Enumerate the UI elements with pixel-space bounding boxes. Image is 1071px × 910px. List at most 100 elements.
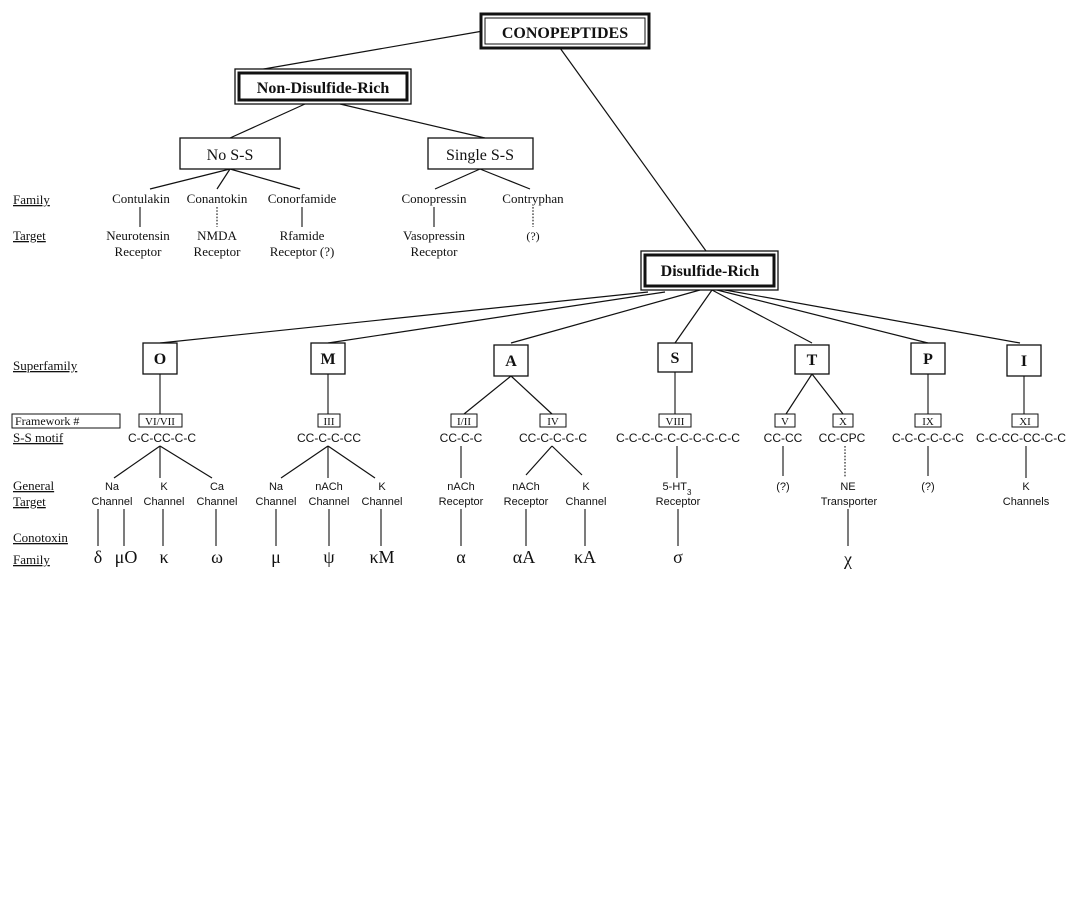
framework-X: X bbox=[839, 416, 847, 428]
edge-root-to-nondisulfide bbox=[257, 30, 484, 71]
framework-V: V bbox=[781, 416, 789, 428]
framework-label-box bbox=[11, 413, 121, 429]
target-M-k-2: Channel bbox=[362, 496, 403, 508]
conotoxin-alpha: α bbox=[456, 547, 466, 567]
framework-box-VI-VII bbox=[138, 413, 183, 428]
conotoxin-kappa: κ bbox=[159, 547, 168, 567]
superfamily-O: O bbox=[154, 351, 166, 368]
framework-box-III bbox=[317, 413, 341, 428]
superfamily-box-P bbox=[910, 342, 946, 375]
framework-I-II: I/II bbox=[457, 416, 471, 428]
edge-M-to-k bbox=[327, 445, 376, 479]
target-M-k-1: K bbox=[378, 481, 386, 493]
framework-III: III bbox=[324, 416, 335, 428]
edge-disulfide-to-S bbox=[674, 289, 713, 344]
framework-IV: IV bbox=[547, 416, 559, 428]
edge-O-to-na bbox=[113, 445, 161, 479]
top-hierarchy-text: CONOPEPTIDES Non-Disulfide-Rich Disulfid… bbox=[106, 25, 759, 280]
target-T-V-unknown: (?) bbox=[776, 481, 789, 493]
target-I-k-2: Channels bbox=[1003, 496, 1050, 508]
target-O-na-1: Na bbox=[105, 481, 120, 493]
row-label-conotoxin-family-1: Conotoxin bbox=[13, 530, 68, 545]
singless-box bbox=[427, 137, 534, 170]
target-conopressin-2: Receptor bbox=[411, 244, 459, 259]
conotoxin-delta: δ bbox=[94, 547, 102, 567]
framework-IX: IX bbox=[922, 416, 934, 428]
conotoxin-chi: χ bbox=[843, 549, 852, 569]
edge-noss-to-conorfamide bbox=[229, 168, 301, 190]
edge-T-to-X bbox=[811, 373, 844, 415]
family-contryphan: Contryphan bbox=[502, 191, 564, 206]
target-M-nach-1: nACh bbox=[315, 481, 343, 493]
superfamily-P: P bbox=[923, 351, 933, 368]
connector-lines bbox=[97, 30, 1027, 546]
framework-box-X bbox=[832, 413, 854, 428]
superfamily-S: S bbox=[671, 350, 680, 367]
family-contulakin: Contulakin bbox=[112, 191, 170, 206]
framework-box-IX bbox=[914, 413, 942, 428]
framework-box-VIII bbox=[658, 413, 692, 428]
target-conantokin-2: Receptor bbox=[194, 244, 242, 259]
edge-disulfide-to-P bbox=[716, 289, 929, 344]
target-conorfamide-1: Rfamide bbox=[280, 228, 325, 243]
conotoxin-kappaM: κM bbox=[369, 547, 394, 567]
edge-noss-to-contulakin bbox=[149, 168, 231, 190]
superfamily-box-M bbox=[310, 342, 346, 375]
row-label-superfamily: Superfamily bbox=[13, 358, 78, 373]
motif-VI-VII: C-C-CC-C-C bbox=[128, 431, 196, 445]
edge-T-to-V bbox=[785, 373, 813, 415]
framework-box-V bbox=[774, 413, 796, 428]
conotoxin-omega: ω bbox=[211, 547, 223, 567]
target-M-na-2: Channel bbox=[256, 496, 297, 508]
edge-nondisulfide-to-noss bbox=[229, 103, 306, 139]
target-A1-nach-2: Receptor bbox=[439, 496, 484, 508]
edge-noss-to-conantokin bbox=[216, 168, 231, 190]
row-label-ss-motif: S-S motif bbox=[13, 430, 64, 445]
edge-disulfide-to-A bbox=[510, 289, 701, 344]
family-conopressin: Conopressin bbox=[402, 191, 468, 206]
target-O-ca-2: Channel bbox=[197, 496, 238, 508]
edge-disulfide-to-T bbox=[711, 289, 813, 344]
framework-VI-VII: VI/VII bbox=[145, 416, 175, 428]
motif-III: CC-C-C-CC bbox=[297, 431, 361, 445]
target-A2-nach-2: Receptor bbox=[504, 496, 549, 508]
target-A2-k-1: K bbox=[582, 481, 590, 493]
edge-O-to-ca bbox=[159, 445, 213, 479]
row-label-general-target-2: Target bbox=[13, 494, 46, 509]
edge-nondisulfide-to-singless bbox=[339, 103, 486, 139]
target-T-X-ne-2: Transporter bbox=[821, 496, 878, 508]
target-conorfamide-2: Receptor (?) bbox=[270, 244, 335, 259]
framework-box-XI bbox=[1011, 413, 1039, 428]
target-M-na-1: Na bbox=[269, 481, 284, 493]
framework-box-IV bbox=[539, 413, 567, 428]
target-O-ca-1: Ca bbox=[210, 481, 225, 493]
superfamily-letters: O M A S T P I bbox=[154, 350, 1027, 370]
motif-X: CC-CPC bbox=[819, 431, 866, 445]
motif-VIII: C-C-C-C-C-C-C-C-C-C bbox=[616, 431, 740, 445]
edge-singless-to-conopressin bbox=[434, 168, 481, 190]
target-A2-k-2: Channel bbox=[566, 496, 607, 508]
target-S-5ht3-label: 5-HT bbox=[663, 481, 688, 493]
target-I-k-1: K bbox=[1022, 481, 1030, 493]
superfamily-box-I bbox=[1006, 344, 1042, 377]
superfamily-A: A bbox=[505, 353, 517, 370]
target-conopressin-1: Vasopressin bbox=[403, 228, 466, 243]
edge-IV-to-nach bbox=[525, 445, 553, 476]
row-label-conotoxin-family-2: Family bbox=[13, 552, 50, 567]
conotoxin-sigma: σ bbox=[673, 547, 683, 567]
conotoxin-muO: μO bbox=[115, 547, 138, 567]
nondisulfide-box-inner bbox=[237, 71, 409, 102]
target-O-k-1: K bbox=[160, 481, 168, 493]
root-box-inner bbox=[484, 17, 646, 45]
row-label-family: Family bbox=[13, 192, 50, 207]
motif-V: CC-CC bbox=[764, 431, 803, 445]
edge-A-to-IV bbox=[510, 375, 553, 415]
nondisulfide-title: Non-Disulfide-Rich bbox=[257, 80, 390, 97]
noss-box bbox=[179, 137, 281, 170]
edge-root-to-disulfide bbox=[559, 47, 707, 252]
superfamily-box-O bbox=[142, 342, 178, 375]
framework-box-I-II bbox=[450, 413, 478, 428]
framework-numbers: VI/VII III I/II IV VIII V X IX XI bbox=[145, 416, 1031, 428]
conotoxin-mu: μ bbox=[271, 547, 281, 567]
motif-XI: C-C-CC-CC-C-C bbox=[976, 431, 1066, 445]
